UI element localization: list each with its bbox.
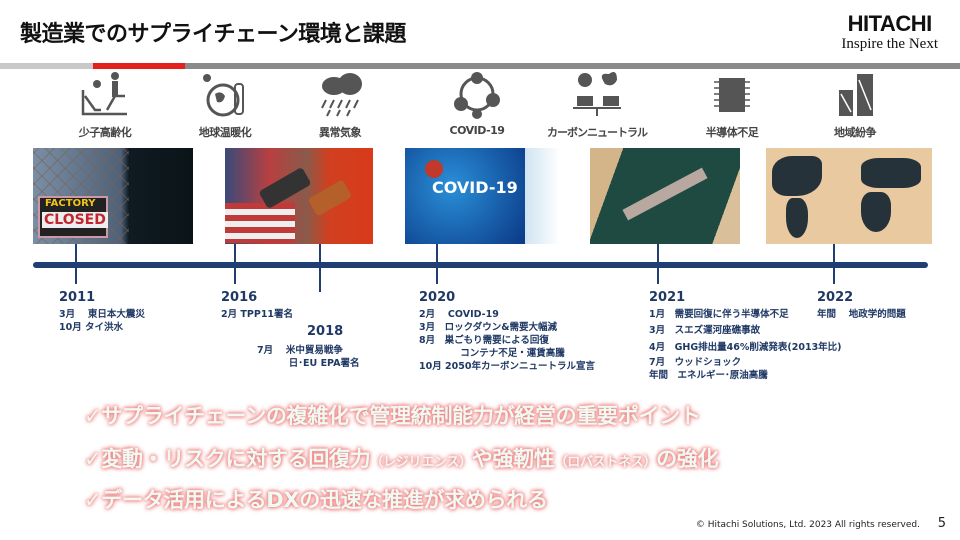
icon-label: 少子高齢化 xyxy=(78,126,132,139)
event: 日･EU EPA署名 xyxy=(257,358,360,369)
hl-text: （レジリエンス） xyxy=(370,455,472,470)
covid-icon xyxy=(454,72,500,119)
year-label: 2020 xyxy=(419,290,456,305)
icon-label: カーボンニュートラル xyxy=(547,126,648,139)
year-label: 2011 xyxy=(59,290,96,305)
hl-text: ✓変動・リスクに対する回復力 xyxy=(84,447,371,471)
covid-photo-text: COVID-19 xyxy=(432,178,518,197)
page-title: 製造業でのサプライチェーン環境と課題 xyxy=(20,22,406,47)
timeline-entry-2016: 2016 2月 TPP11署名 xyxy=(221,290,293,321)
event: 8月 巣ごもり需要による回復 xyxy=(419,335,549,346)
hl-text: や強靭性 xyxy=(471,447,555,471)
page-number: 5 xyxy=(937,516,946,531)
global-warming-icon xyxy=(203,74,244,117)
icon-carbon-neutral: カーボンニュートラル xyxy=(532,70,662,140)
timeline-entry-2022: 2022 年間 地政学的問題 xyxy=(817,290,906,322)
factory-sign-text: FACTORY xyxy=(45,198,96,209)
hl-text: の強化 xyxy=(656,447,719,471)
abnormal-weather-icon xyxy=(321,73,362,117)
icon-label: 地球温暖化 xyxy=(198,126,252,139)
icon-semiconductor: 半導体不足 xyxy=(687,70,777,140)
icon-declining-birthrate: 少子高齢化 xyxy=(60,70,150,140)
logo-tagline: Inspire the Next xyxy=(841,36,938,52)
timeline-tick-2022 xyxy=(833,244,835,284)
timeline-axis xyxy=(33,262,928,268)
timeline-entry-2020: 2020 2月 COVID-19 3月 ロックダウン&需要大幅減 8月 巣ごもり… xyxy=(419,290,595,373)
event: 3月 東日本大震災 xyxy=(59,309,145,320)
covid-photo: COVID-19 xyxy=(405,148,560,244)
year-label: 2021 xyxy=(649,290,686,305)
header-bar-gray xyxy=(185,63,960,69)
copyright: © Hitachi Solutions, Ltd. 2023 All right… xyxy=(695,520,920,530)
icon-label: COVID-19 xyxy=(449,124,505,137)
event: 年間 エネルギー･原油高騰 xyxy=(649,370,768,381)
highlight-point-1: ✓サプライチェーンの複雑化で管理統制能力が経営の重要ポイント xyxy=(84,404,701,428)
icon-covid: COVID-19 xyxy=(432,70,522,137)
hitachi-logo: HITACHI Inspire the Next xyxy=(841,11,938,53)
icon-label: 地域紛争 xyxy=(834,126,877,139)
highlight-point-3: ✓データ活用によるDXの迅速な推進が求められる xyxy=(84,488,548,512)
factory-closed-photo: FACTORY CLOSED xyxy=(33,148,193,244)
event: 7月 ウッドショック xyxy=(649,357,742,368)
event: 2月 TPP11署名 xyxy=(221,309,294,320)
icon-regional-conflict: 地域紛争 xyxy=(810,70,900,140)
event: 年間 地政学的問題 xyxy=(817,309,906,320)
timeline-entry-2018: 2018 7月 米中貿易戦争 日･EU EPA署名 xyxy=(257,324,360,370)
event: 2月 COVID-19 xyxy=(419,309,499,320)
timeline-tick-2018 xyxy=(319,244,321,292)
timeline-tick-2021 xyxy=(657,244,659,284)
event: 7月 米中貿易戦争 xyxy=(257,345,343,356)
event: 4月 GHG排出量46%削減発表(2013年比) xyxy=(649,342,842,353)
icon-global-warming: 地球温暖化 xyxy=(180,70,270,140)
event: 10月 2050年カーボンニュートラル宣言 xyxy=(419,361,595,372)
event: コンテナ不足・運賃高騰 xyxy=(419,348,565,359)
event: 3月 スエズ運河座礁事故 xyxy=(649,325,761,336)
event: 10月 タイ洪水 xyxy=(59,322,124,333)
suez-canal-photo xyxy=(590,148,740,244)
trade-war-photo xyxy=(225,148,373,244)
year-label: 2022 xyxy=(817,290,854,305)
declining-birthrate-icon xyxy=(81,72,127,116)
logo-name: HITACHI xyxy=(847,11,933,36)
year-label: 2016 xyxy=(221,290,258,305)
icon-label: 半導体不足 xyxy=(705,126,759,139)
regional-conflict-icon xyxy=(839,74,873,116)
icon-abnormal-weather: 異常気象 xyxy=(295,70,385,140)
world-map-photo xyxy=(766,148,932,244)
event: 1月 需要回復に伴う半導体不足 xyxy=(649,309,789,320)
timeline-entry-2011: 2011 3月 東日本大震災 10月 タイ洪水 xyxy=(59,290,145,334)
year-label: 2018 xyxy=(307,324,344,339)
semiconductor-icon xyxy=(714,78,764,112)
timeline-tick-2011 xyxy=(75,244,77,284)
highlight-point-2: ✓変動・リスクに対する回復力（レジリエンス）や強靭性（ロバストネス）の強化 xyxy=(84,443,719,473)
header-bar-accent xyxy=(93,63,185,69)
hl-text: （ロバストネス） xyxy=(554,455,657,470)
timeline-tick-2016 xyxy=(234,244,236,284)
event: 3月 ロックダウン&需要大幅減 xyxy=(419,322,558,333)
closed-sign-text: CLOSED xyxy=(42,212,108,228)
timeline-tick-2020 xyxy=(436,244,438,284)
header-bar-gray-left xyxy=(0,63,93,69)
icon-label: 異常気象 xyxy=(319,126,362,139)
timeline-entry-2021: 2021 1月 需要回復に伴う半導体不足 3月 スエズ運河座礁事故 4月 GHG… xyxy=(649,290,842,382)
carbon-neutral-icon xyxy=(573,72,621,116)
